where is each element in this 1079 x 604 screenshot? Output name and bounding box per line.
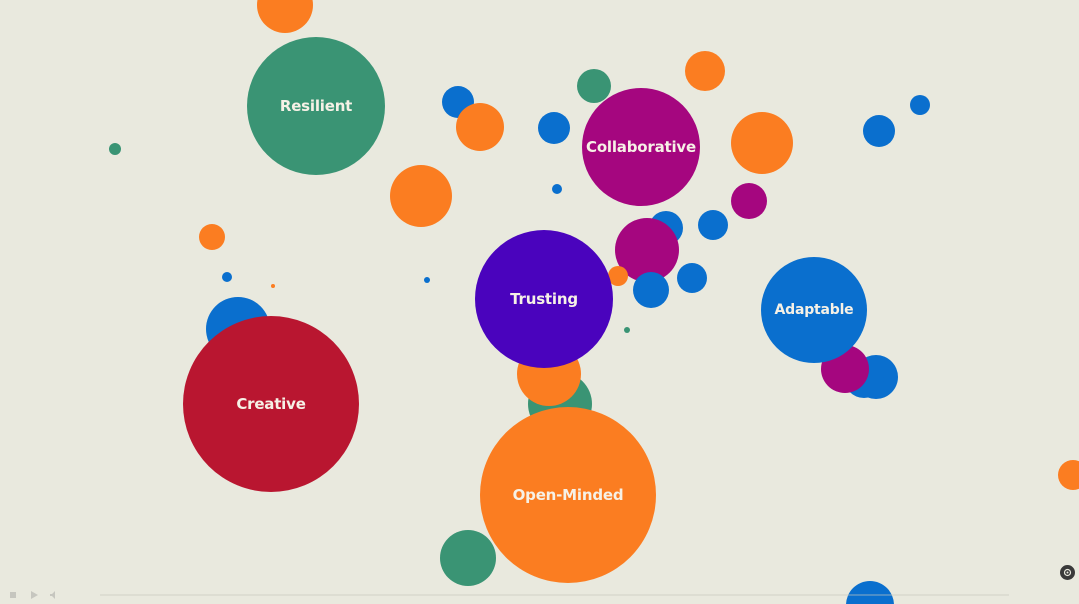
bubble-open-minded[interactable]: Open-Minded <box>480 407 656 583</box>
bubble-orange[interactable] <box>685 51 725 91</box>
progress-bar[interactable] <box>100 594 1009 596</box>
bubble-green[interactable] <box>577 69 611 103</box>
bubble-blue[interactable] <box>910 95 930 115</box>
bubble-green[interactable] <box>109 143 121 155</box>
fullscreen-button[interactable] <box>1060 565 1075 580</box>
bubble-blue[interactable] <box>538 112 570 144</box>
bubble-orange[interactable] <box>199 224 225 250</box>
bubble-label: Adaptable <box>774 302 854 318</box>
bubble-blue[interactable] <box>677 263 707 293</box>
bubble-blue[interactable] <box>633 272 669 308</box>
rewind-icon[interactable] <box>8 589 20 601</box>
volume-icon[interactable] <box>48 589 60 601</box>
bubble-orange[interactable] <box>1058 460 1079 490</box>
bubble-adaptable[interactable]: Adaptable <box>761 257 867 363</box>
bubble-blue[interactable] <box>698 210 728 240</box>
video-controls <box>0 586 1079 604</box>
bubble-blue[interactable] <box>863 115 895 147</box>
bubble-label: Open-Minded <box>512 486 624 504</box>
bubble-label: Resilient <box>279 97 353 115</box>
bubble-orange[interactable] <box>271 284 275 288</box>
bubble-collaborative[interactable]: Collaborative <box>582 88 700 206</box>
bubble-orange[interactable] <box>456 103 504 151</box>
bubble-green[interactable] <box>440 530 496 586</box>
bubble-resilient[interactable]: Resilient <box>247 37 385 175</box>
fullscreen-icon <box>1063 568 1072 577</box>
bubble-magenta[interactable] <box>731 183 767 219</box>
bubble-blue[interactable] <box>424 277 430 283</box>
bubble-creative[interactable]: Creative <box>183 316 359 492</box>
bubble-orange[interactable] <box>390 165 452 227</box>
bubble-blue[interactable] <box>552 184 562 194</box>
bubble-orange[interactable] <box>608 266 628 286</box>
bubble-blue[interactable] <box>846 581 894 604</box>
bubble-blue[interactable] <box>222 272 232 282</box>
bubble-trusting[interactable]: Trusting <box>475 230 613 368</box>
bubble-orange[interactable] <box>731 112 793 174</box>
play-icon[interactable] <box>28 589 40 601</box>
bubble-label: Trusting <box>510 290 578 308</box>
bubble-label: Creative <box>236 395 306 413</box>
bubble-green[interactable] <box>624 327 630 333</box>
bubble-label: Collaborative <box>586 138 696 156</box>
